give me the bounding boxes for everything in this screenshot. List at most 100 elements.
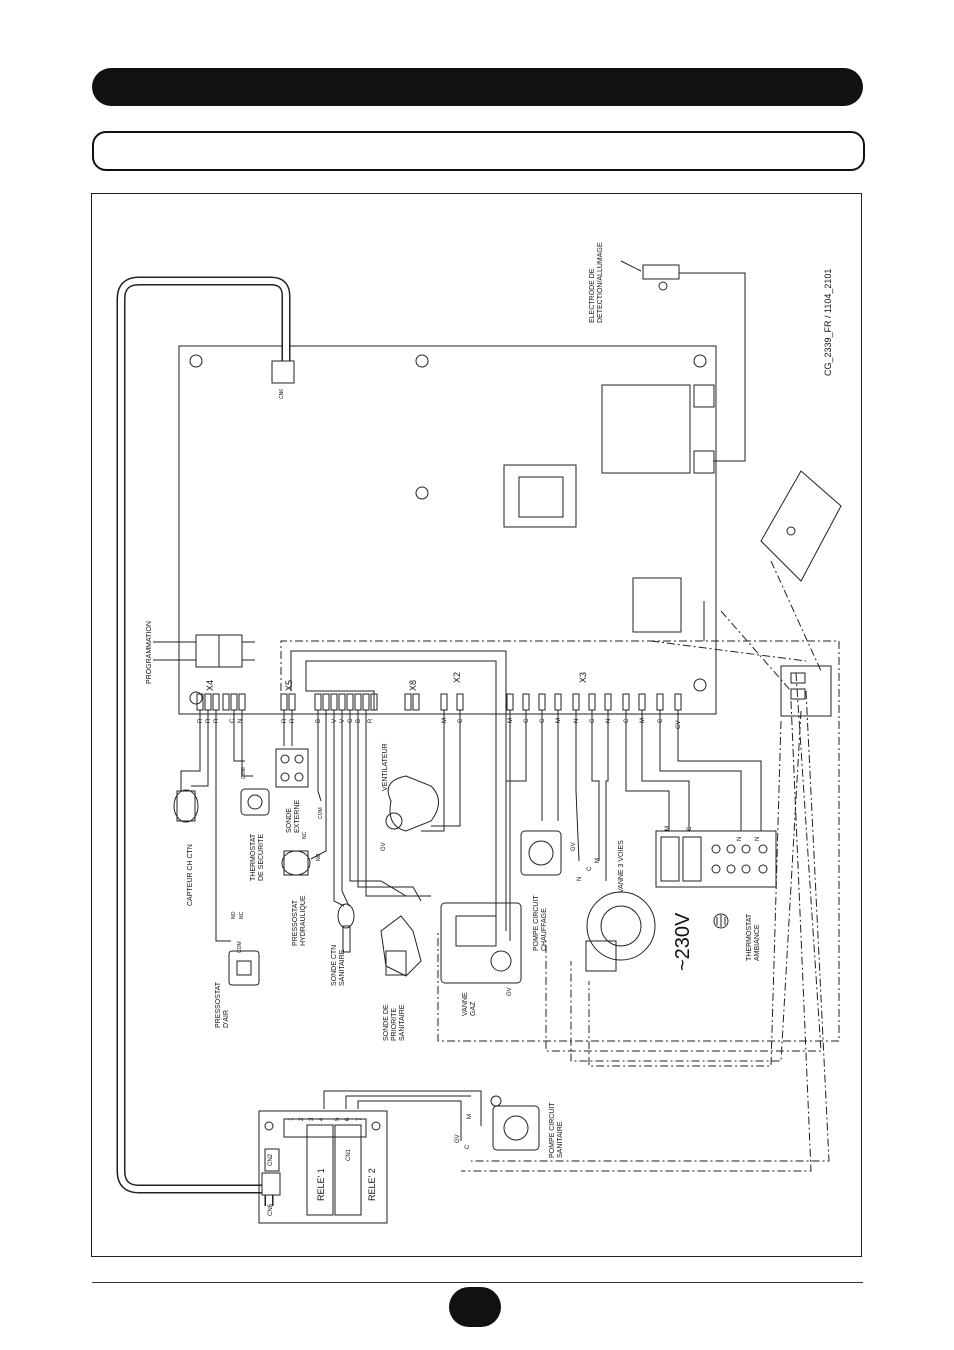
svg-text:N: N xyxy=(737,837,743,841)
svg-text:C: C xyxy=(590,718,596,723)
svg-text:N: N xyxy=(606,719,612,723)
svg-text:4: 4 xyxy=(319,1117,325,1121)
relay-terminal-numbers: 1 2 3 4 5 6 7 xyxy=(289,1117,363,1121)
board-mounting-hole xyxy=(415,354,429,368)
wire-letters: GV GV GV N C M M C N N GV M C xyxy=(381,826,761,1149)
svg-text:NC: NC xyxy=(302,831,308,839)
svg-text:C: C xyxy=(658,718,664,723)
svg-text:COM: COM xyxy=(241,767,247,779)
mains-terminal-block xyxy=(655,830,777,888)
svg-text:GV: GV xyxy=(381,842,387,851)
svg-text:C: C xyxy=(524,718,530,723)
ignition-electrode xyxy=(642,264,680,280)
svg-text:GV: GV xyxy=(676,720,682,729)
pressostat-hydraulique-label-1: PRESSOSTAT xyxy=(292,899,299,946)
svg-text:C: C xyxy=(465,1144,471,1149)
svg-text:GV: GV xyxy=(455,1134,461,1143)
programming-label: PROGRAMMATION xyxy=(146,621,153,684)
pompe-sanitaire-label-2: SANITAIRE xyxy=(557,1121,564,1158)
sonde-priorite-sanitaire xyxy=(380,915,422,977)
thermostat-securite xyxy=(240,788,270,816)
x8-label: X8 xyxy=(408,680,418,691)
relay2-label: RELE' 2 xyxy=(367,1168,377,1201)
svg-text:C: C xyxy=(230,718,236,723)
vanne-gaz xyxy=(440,902,522,984)
terminal-strip xyxy=(196,693,682,711)
subsection-title-bar xyxy=(92,131,865,171)
cn1-label: CN1 xyxy=(346,1148,352,1161)
board-fuse-block xyxy=(632,577,682,633)
svg-text:B: B xyxy=(316,719,322,723)
thermostat-securite-label-1: THERMOSTAT xyxy=(250,833,257,881)
svg-text:R: R xyxy=(368,718,374,723)
svg-text:R: R xyxy=(198,718,204,723)
svg-text:NO: NO xyxy=(316,853,322,861)
svg-text:N: N xyxy=(238,719,244,723)
svg-text:C: C xyxy=(348,718,354,723)
svg-text:M: M xyxy=(442,718,448,723)
capteur-ch-ctn xyxy=(173,789,199,823)
vanne-3-voies-label: VANNE 3 VOIES xyxy=(618,840,625,893)
pompe-circuit-chauffage xyxy=(520,830,562,876)
svg-text:V: V xyxy=(340,719,346,723)
capteur-label: CAPTEUR CH CTN xyxy=(187,844,194,906)
svg-text:M: M xyxy=(595,858,601,863)
svg-text:M: M xyxy=(467,1114,473,1119)
pressostat-air xyxy=(228,950,260,986)
cn6-label: CN6 xyxy=(279,389,285,399)
drawing-reference: CG_2339_FR / 1104_2101 xyxy=(823,269,833,376)
x3-label: X3 xyxy=(578,672,588,683)
cn2-label: CN2 xyxy=(268,1153,274,1166)
svg-text:M: M xyxy=(556,718,562,723)
pressostat-air-label-2: D'AIR xyxy=(223,1010,230,1028)
supply-voltage-label: ~230V xyxy=(672,912,694,971)
electrode-label-line1: ELECTRODE DE xyxy=(589,268,596,323)
svg-text:N: N xyxy=(755,837,761,841)
relay-board xyxy=(258,1110,388,1224)
svg-text:7: 7 xyxy=(357,1117,363,1121)
svg-text:C: C xyxy=(687,826,693,831)
svg-text:C: C xyxy=(587,866,593,871)
sonde-ctn-label-2: SANITAIRE xyxy=(339,949,346,986)
sonde-ctn-sanitaire xyxy=(337,903,355,953)
footer-rule xyxy=(92,1282,863,1283)
x5-label: X5 xyxy=(284,680,294,691)
svg-text:GV: GV xyxy=(571,842,577,851)
board-mounting-hole xyxy=(693,354,707,368)
svg-text:1: 1 xyxy=(289,1117,295,1121)
pressostat-hydraulique-label-2: HYDRAULIQUE xyxy=(300,895,307,946)
ventilateur-label: VENTILATEUR xyxy=(382,743,389,791)
pompe-chauffage-label-2: CHAUFFAGE xyxy=(541,908,548,951)
thermostat-ambiance-label-2: AMBIANCE xyxy=(754,924,761,961)
pressostat-air-label-1: PRESSOSTAT xyxy=(215,981,222,1028)
svg-text:3: 3 xyxy=(309,1117,315,1121)
svg-text:R: R xyxy=(282,718,288,723)
svg-text:COM: COM xyxy=(318,807,324,819)
vanne-gaz-label-2: GAZ xyxy=(470,1001,477,1016)
board-transformer xyxy=(503,464,577,528)
svg-text:M: M xyxy=(508,718,514,723)
sonde-priorite-label-2: PRIORITE xyxy=(391,1008,398,1041)
svg-text:R: R xyxy=(290,718,296,723)
sonde-ctn-label-1: SONDE CTN xyxy=(331,945,338,986)
sonde-externe-terminal xyxy=(275,748,309,788)
svg-text:M: M xyxy=(665,826,671,831)
svg-text:NC: NC xyxy=(239,911,245,919)
relay1-label: RELE' 1 xyxy=(316,1168,326,1201)
sonde-externe-label-1: SONDE xyxy=(286,808,293,833)
svg-text:R: R xyxy=(206,718,212,723)
svg-text:6: 6 xyxy=(345,1117,351,1121)
svg-text:N: N xyxy=(574,719,580,723)
pin-letters: R R R C N R R B V V C B R M C M C C M N … xyxy=(198,718,682,729)
board-mounting-hole xyxy=(189,691,203,705)
page-number-badge xyxy=(449,1287,501,1327)
svg-text:C: C xyxy=(624,718,630,723)
thermostat-ambiance-label-1: THERMOSTAT xyxy=(746,913,753,961)
pompe-chauffage-label-1: POMPE CIRCUIT xyxy=(533,895,540,951)
sonde-priorite-label-3: SANITAIRE xyxy=(399,1004,406,1041)
electrode-label-line2: DETECTION/ALLUMAGE xyxy=(597,242,604,323)
svg-text:GV: GV xyxy=(507,987,513,996)
control-board xyxy=(178,345,717,715)
section-title-bar xyxy=(92,68,863,106)
svg-text:COM: COM xyxy=(237,941,243,953)
